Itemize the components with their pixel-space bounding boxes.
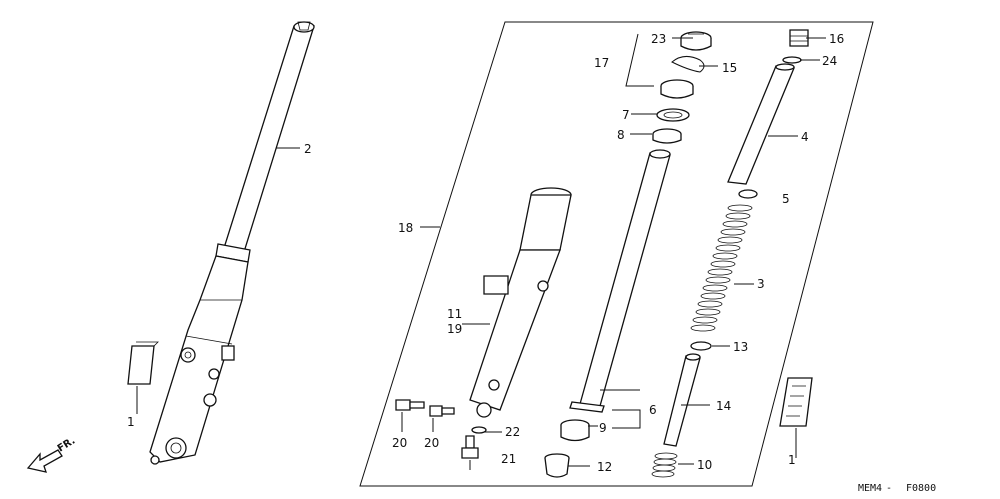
part-rebound-spring (651, 452, 678, 478)
part-spacer-pipe (727, 63, 795, 185)
callout-8: 8 (617, 128, 625, 142)
callout-4: 4 (801, 130, 809, 144)
part-clip (671, 56, 705, 73)
part-washer (471, 426, 487, 434)
fork-assembly-left (149, 21, 315, 465)
callout-23: 23 (651, 32, 666, 46)
exploded-group-boundary (359, 21, 874, 487)
callout-7: 7 (622, 108, 630, 122)
footer-code-right: F0800 (906, 483, 936, 494)
part-spacer (660, 79, 694, 99)
part-fork-pipe (569, 149, 671, 413)
part-socket-bolt (461, 435, 479, 459)
reflector-right (779, 377, 813, 427)
direction-label: FR. (56, 435, 78, 454)
part-fork-slider (469, 187, 572, 418)
callout-20-b: 20 (424, 436, 439, 450)
part-bolt-b (429, 405, 455, 417)
callout-9: 9 (599, 421, 607, 435)
callout-1-right: 1 (788, 453, 796, 467)
part-guide-bushing (652, 128, 682, 144)
reflector-left (127, 341, 159, 385)
leader-lines (136, 33, 826, 470)
callout-24: 24 (822, 54, 837, 68)
callout-13: 13 (733, 340, 748, 354)
footer-code-left: MEM4 (858, 483, 882, 494)
callout-22: 22 (505, 425, 520, 439)
callout-5: 5 (782, 192, 790, 206)
front-direction-arrow (26, 449, 63, 473)
callout-15: 15 (722, 61, 737, 75)
part-bolt-a (395, 399, 425, 411)
callout-19: 19 (447, 322, 462, 336)
footer-separator: - (886, 483, 892, 494)
callout-18: 18 (398, 221, 413, 235)
callout-14: 14 (716, 399, 731, 413)
callout-12: 12 (597, 460, 612, 474)
callout-10: 10 (697, 458, 712, 472)
callout-21: 21 (501, 452, 516, 466)
part-oil-seal (656, 108, 690, 122)
part-cap-bolt (789, 29, 809, 47)
callout-20-a: 20 (392, 436, 407, 450)
callout-16: 16 (829, 32, 844, 46)
part-fork-bolt (680, 31, 712, 51)
part-o-ring (782, 56, 802, 64)
part-piston-ring (690, 341, 712, 351)
part-fork-spring (690, 204, 753, 332)
callout-17: 17 (594, 56, 609, 70)
part-damper-rod (663, 353, 701, 447)
callout-11: 11 (447, 307, 462, 321)
part-oil-lock (544, 453, 570, 478)
callout-6: 6 (649, 403, 657, 417)
part-spring-seat (738, 189, 758, 199)
callout-2: 2 (304, 142, 312, 156)
callout-3: 3 (757, 277, 765, 291)
part-slider-bushing (560, 419, 590, 442)
callout-1-left: 1 (127, 415, 135, 429)
